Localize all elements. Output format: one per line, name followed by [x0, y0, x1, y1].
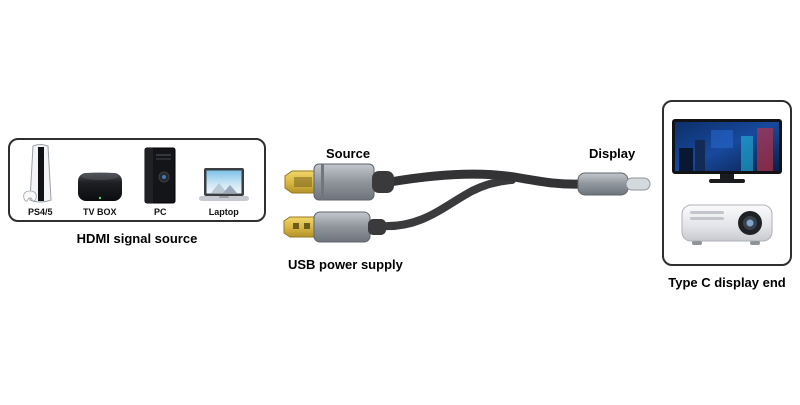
cable-illustration [283, 163, 651, 243]
usb-a-connector [283, 211, 386, 243]
device-pc: PC [142, 147, 178, 217]
hdmi-connector [284, 163, 394, 201]
usb-c-connector [577, 172, 651, 196]
pc-tower-icon [144, 147, 176, 204]
device-label-laptop: Laptop [208, 207, 239, 217]
hdmi-source-panel: PS4/5 TV BOX [8, 138, 266, 222]
usb-power-label: USB power supply [288, 257, 403, 272]
device-label-pc: PC [153, 207, 167, 217]
display-end-caption: Type C display end [668, 275, 786, 290]
projector-icon [681, 204, 773, 245]
display-label: Display [589, 146, 636, 161]
device-ps5: PS4/5 [23, 143, 57, 217]
main-cable [385, 169, 587, 189]
usb-branch-cable [378, 176, 516, 231]
laptop-icon [198, 168, 249, 201]
device-laptop: Laptop [197, 167, 251, 217]
source-label: Source [326, 146, 371, 161]
controller-icon [23, 190, 37, 202]
tv-box-icon [77, 172, 122, 201]
monitor-icon [672, 119, 782, 183]
hdmi-source-caption: HDMI signal source [76, 231, 198, 246]
display-end-panel [662, 100, 792, 266]
device-label-ps5: PS4/5 [27, 207, 53, 217]
device-label-tv-box: TV BOX [82, 207, 117, 217]
device-tv-box: TV BOX [76, 167, 124, 217]
ps5-console-icon [23, 144, 52, 203]
